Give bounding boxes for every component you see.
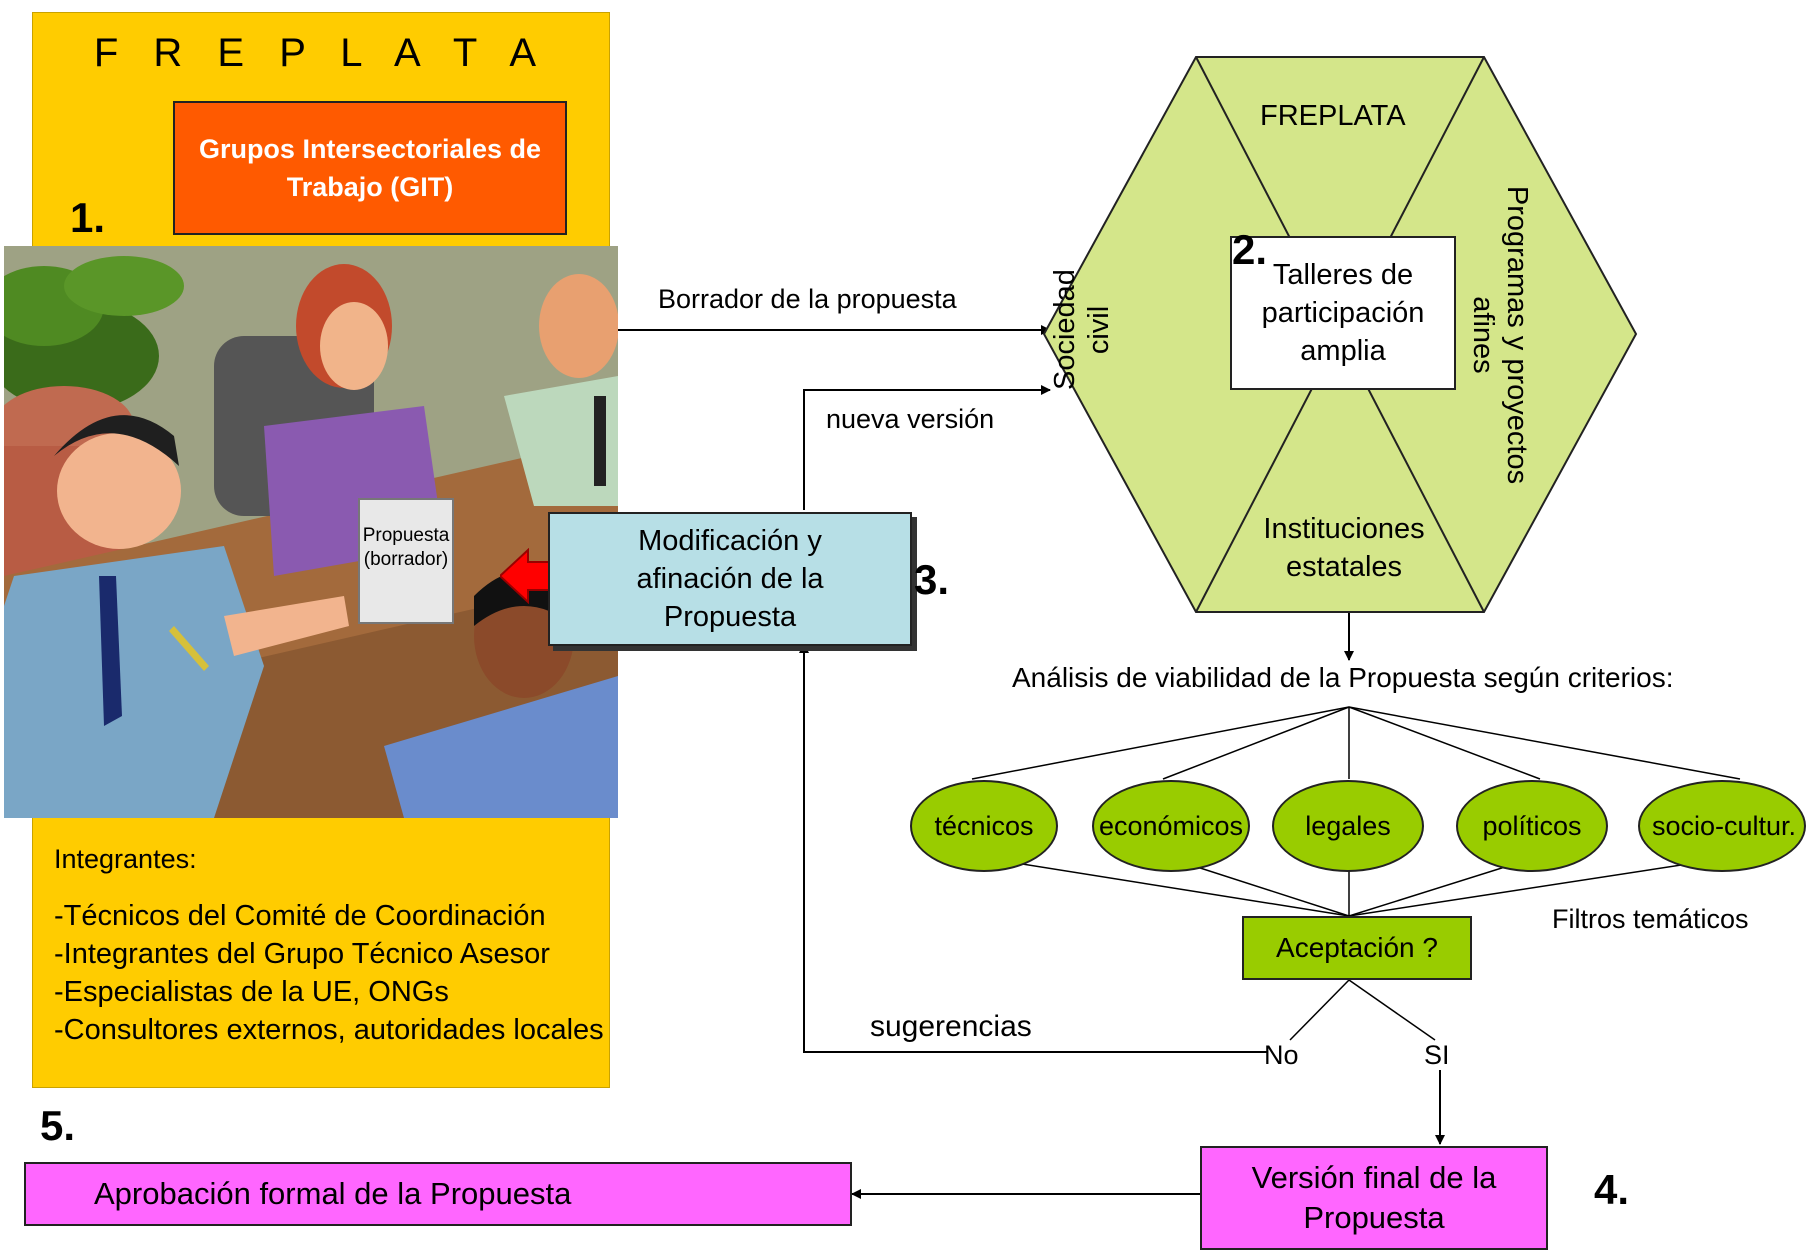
final-version-box: Versión final de la Propuesta — [1200, 1146, 1548, 1250]
woman-figure-icon — [214, 264, 444, 576]
step-1-label: 1. — [70, 194, 106, 241]
step-5-label: 5. — [40, 1102, 76, 1149]
criterion-legales: legales — [1272, 780, 1424, 872]
git-box: Grupos Intersectoriales de Trabajo (GIT) — [173, 101, 567, 235]
members-list: -Técnicos del Comité de Coordinación -In… — [54, 897, 606, 1049]
member-item: -Consultores externos, autoridades local… — [54, 1014, 604, 1046]
no-label: No — [1264, 1040, 1299, 1070]
new-version-label: nueva versión — [826, 404, 995, 434]
criterion-politicos: políticos — [1456, 780, 1608, 872]
si-label: SI — [1424, 1040, 1450, 1070]
criterion-socio-cultural: socio-cultur. — [1638, 780, 1806, 872]
criterion-tecnicos: técnicos — [910, 780, 1058, 872]
suggestions-label: sugerencias — [870, 1010, 1032, 1043]
meeting-illustration — [4, 246, 618, 818]
hex-left-label: Sociedad civil — [1049, 269, 1115, 390]
step-4-label: 4. — [1594, 1166, 1630, 1213]
workshop-box: Talleres de participación amplia — [1230, 236, 1456, 390]
draft-document: Propuesta (borrador) — [358, 498, 454, 624]
member-item: -Integrantes del Grupo Técnico Asesor — [54, 938, 550, 970]
pen-icon — [169, 626, 209, 671]
acceptance-box: Aceptación ? — [1242, 916, 1472, 980]
draft-label: Borrador de la propuesta — [658, 284, 957, 314]
step-3-label: 3. — [914, 556, 950, 603]
man-right-figure-icon — [504, 274, 618, 506]
approval-box: Aprobación formal de la Propuesta — [24, 1162, 852, 1226]
member-item: -Técnicos del Comité de Coordinación — [54, 900, 546, 932]
panel-title: F R E P L A T A — [93, 31, 549, 75]
members-title: Integrantes: — [54, 844, 197, 874]
criterion-economicos: económicos — [1092, 780, 1250, 872]
hex-bottom-label: Instituciones estatales — [1263, 513, 1425, 583]
draft-document-label: Propuesta (borrador) — [362, 525, 450, 570]
hex-top-label: FREPLATA — [1260, 100, 1406, 132]
step-2-label: 2. — [1232, 226, 1268, 273]
modification-box: Modificación y afinación de la Propuesta — [548, 512, 912, 646]
member-item: -Especialistas de la UE, ONGs — [54, 976, 449, 1008]
analysis-title: Análisis de viabilidad de la Propuesta s… — [1012, 662, 1674, 693]
man-left-figure-icon — [4, 415, 349, 818]
hex-right-label: Programas y proyectos afines — [1467, 185, 1533, 485]
filters-label: Filtros temáticos — [1552, 904, 1749, 934]
